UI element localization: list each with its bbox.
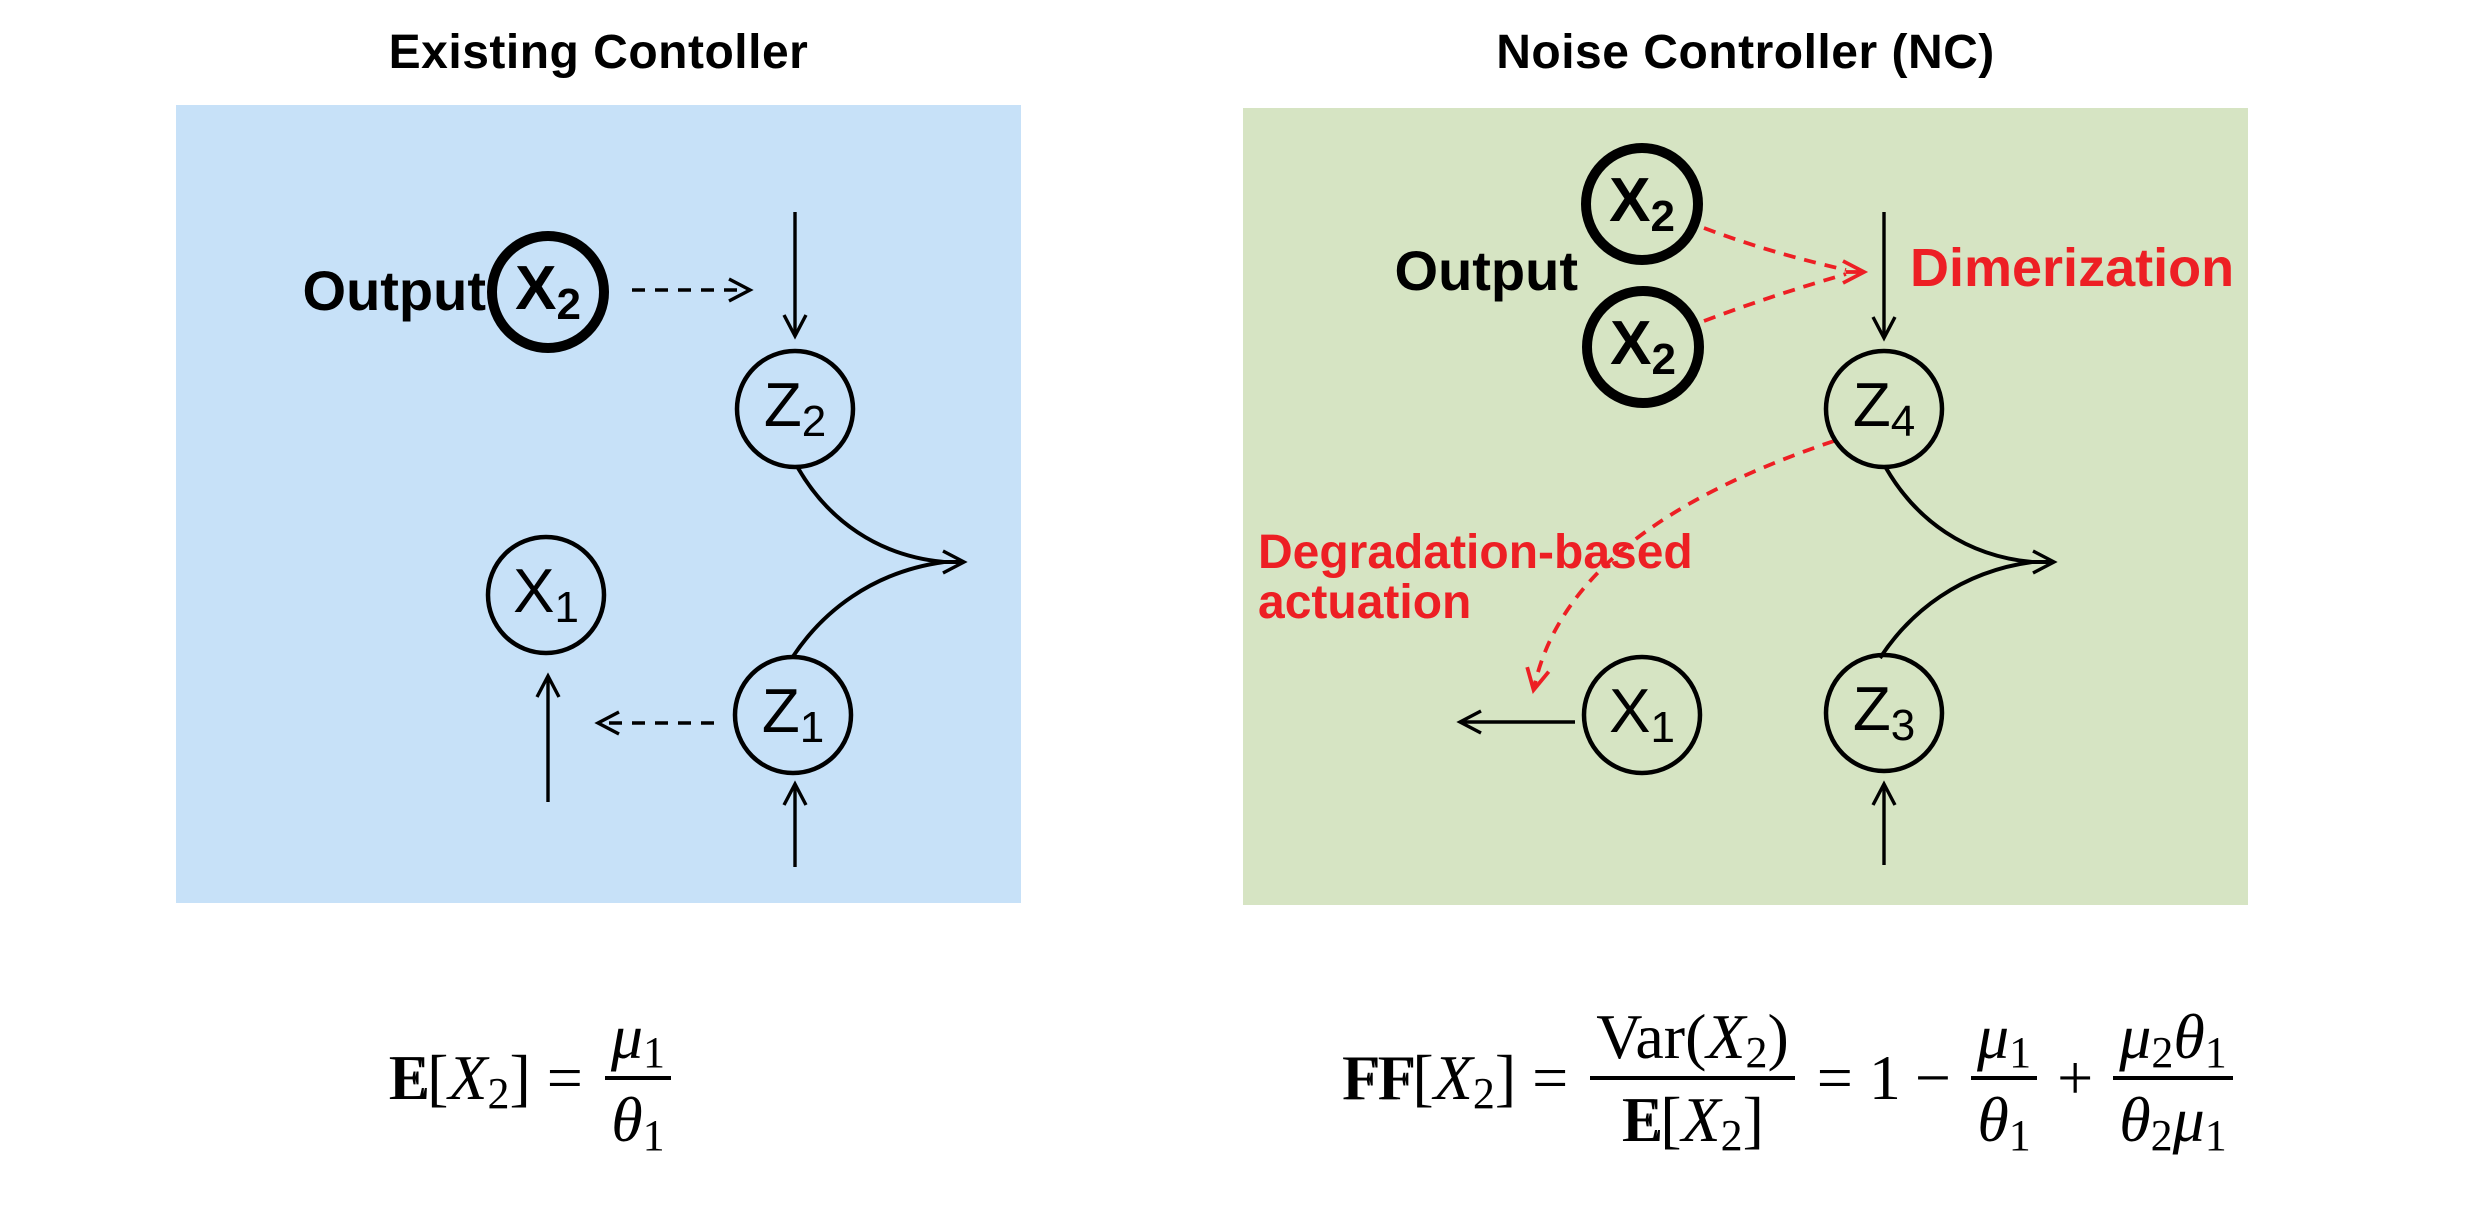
left-z2-label-base: Z <box>763 371 802 440</box>
left-panel-title: Existing Contoller <box>388 26 809 79</box>
right-x2-bottom-label-sub: 2 <box>1651 334 1676 384</box>
left-x1-node-circle <box>485 534 607 656</box>
right-z3-annihilation-curve <box>1878 560 2033 660</box>
left-formula-fraction: μ1 θ1 <box>604 1004 672 1158</box>
left-x1-label-sub: 1 <box>554 582 579 632</box>
left-z1-annihilation-curve <box>790 560 945 660</box>
right-x2-bottom-node-circle <box>1582 286 1704 408</box>
right-x1-label-base: X <box>1609 677 1651 746</box>
left-x2-label-base: X <box>515 254 557 323</box>
left-z1-label-sub: 1 <box>799 702 825 752</box>
right-output-label: Output <box>1394 239 1578 302</box>
left-x1-node-label: X1 <box>513 561 579 632</box>
right-x2-top-node-circle <box>1581 143 1703 265</box>
left-z2-label-sub: 2 <box>801 396 827 446</box>
left-x2-node-circle <box>487 231 609 353</box>
right-x2-bottom-label-base: X <box>1610 309 1652 378</box>
right-x2-top-dimerization-dashed-curve <box>1703 226 1847 272</box>
left-z1-node-label: Z1 <box>762 681 825 752</box>
right-z4-node-circle <box>1823 348 1945 470</box>
right-z3-label-sub: 3 <box>1890 700 1916 750</box>
right-x2-top-node-label: X2 <box>1609 170 1675 241</box>
right-x1-node-label: X1 <box>1609 681 1675 752</box>
right-x2-top-label-base: X <box>1609 166 1651 235</box>
right-formula-plus: + <box>2057 1042 2094 1113</box>
right-z3-label-base: Z <box>1852 675 1891 744</box>
right-z4-label-base: Z <box>1852 371 1891 440</box>
left-panel-background <box>176 105 1021 903</box>
right-formula-fraction-2: μ1 θ1 <box>1970 1004 2038 1158</box>
right-z4-node-label: Z4 <box>1853 375 1916 446</box>
left-z2-node-label: Z2 <box>764 375 827 446</box>
right-x2-top-label-sub: 2 <box>1650 191 1675 241</box>
right-z3-node-circle <box>1823 652 1945 774</box>
right-formula-middle: =1− <box>1816 1042 1951 1113</box>
right-x2-bottom-node-label: X2 <box>1610 313 1676 384</box>
left-x2-node-label: X2 <box>515 258 581 329</box>
left-x2-label-sub: 2 <box>556 279 581 329</box>
left-z2-annihilation-curve <box>796 466 945 564</box>
left-x1-label-base: X <box>513 557 555 626</box>
left-z2-node-circle <box>734 348 856 470</box>
left-output-label: Output <box>302 259 486 322</box>
right-x1-label-sub: 1 <box>1650 702 1675 752</box>
fraction-bar <box>1590 1076 1795 1080</box>
fraction-bar <box>1970 1076 2038 1080</box>
dimerization-label: Dimerization <box>1910 238 2235 298</box>
fraction-bar <box>2113 1076 2233 1080</box>
degradation-actuation-label: Degradation-based actuation <box>1258 528 1693 628</box>
right-x2-bottom-dimerization-dashed-curve <box>1703 272 1847 323</box>
right-x1-node-circle <box>1581 654 1703 776</box>
left-z1-label-base: Z <box>761 677 800 746</box>
left-z1-node-circle <box>732 654 854 776</box>
fraction-bar <box>604 1076 672 1080</box>
right-z4-annihilation-curve <box>1884 466 2033 564</box>
right-panel-title: Noise Controller (NC) <box>1496 26 1995 79</box>
degradation-label-line2: actuation <box>1258 576 1472 629</box>
right-panel-background <box>1243 108 2248 905</box>
degradation-label-line1: Degradation-based <box>1258 526 1693 579</box>
right-z3-node-label: Z3 <box>1853 679 1916 750</box>
right-formula-fraction-3: μ2θ1 θ2μ1 <box>2113 1004 2233 1158</box>
right-z4-label-sub: 4 <box>1890 396 1916 446</box>
